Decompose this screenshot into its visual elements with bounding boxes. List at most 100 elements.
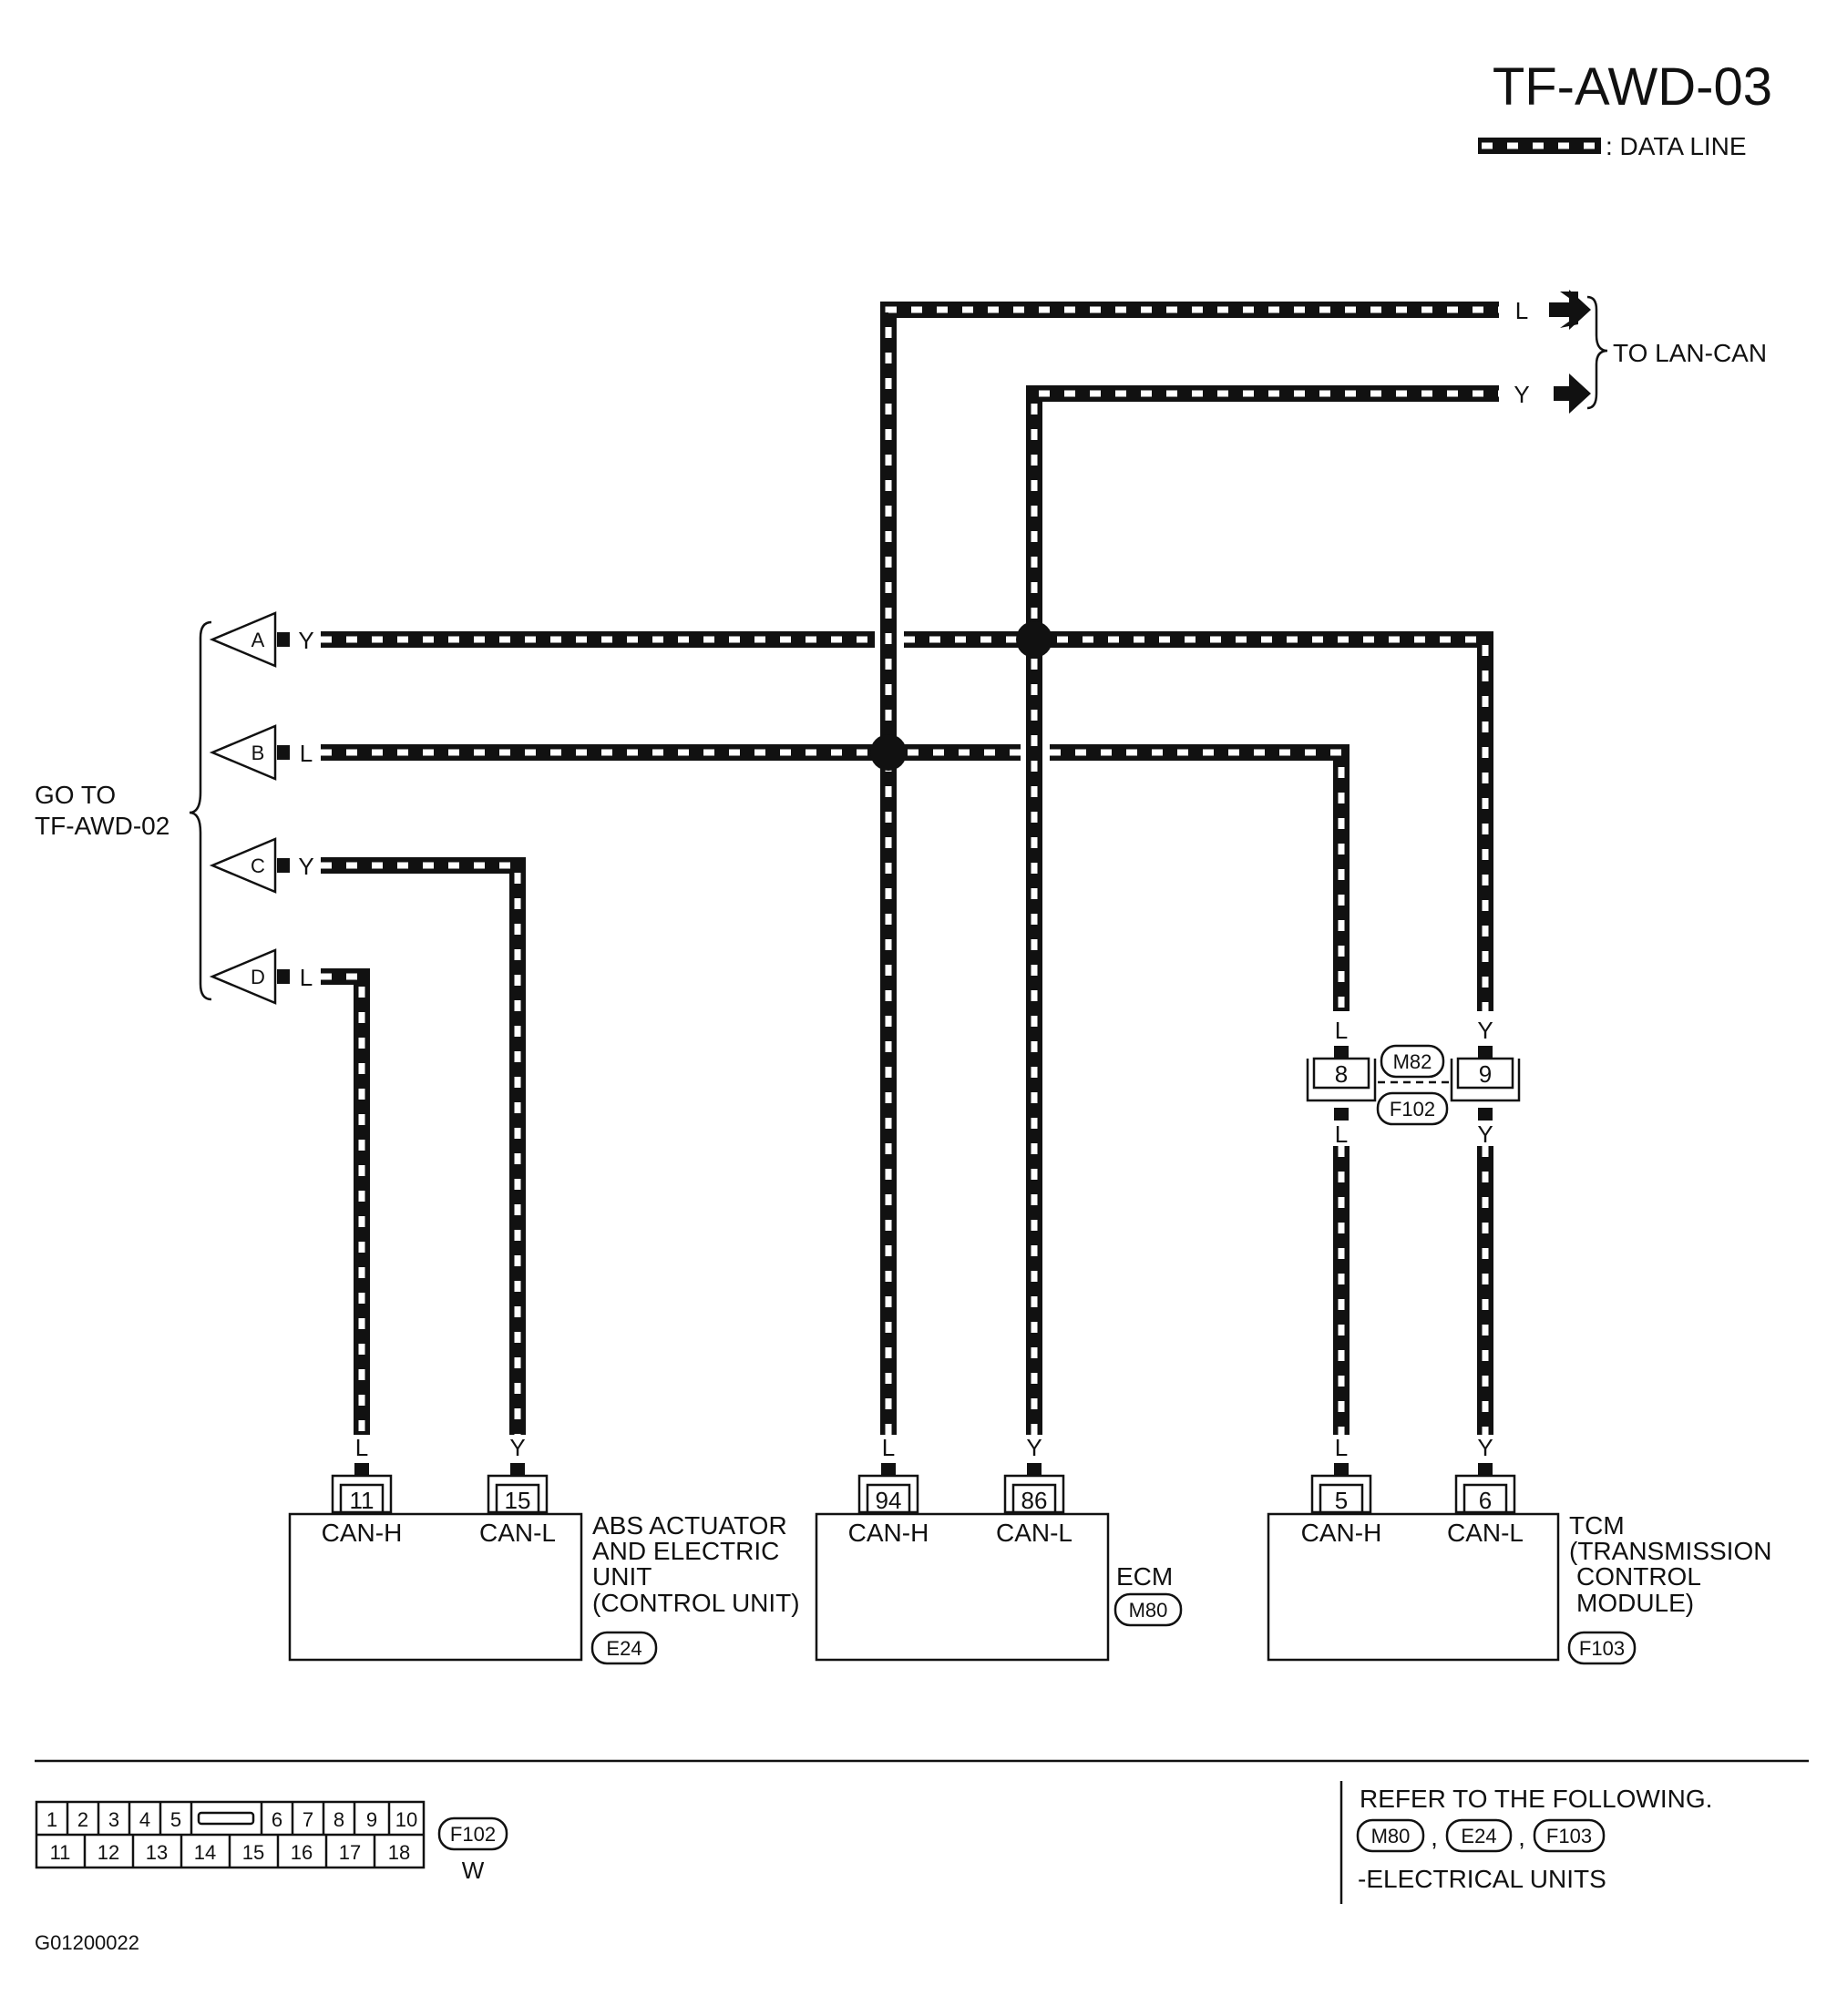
data-lines [321,302,1499,1435]
abs-actuator-unit: L Y 11 15 CAN-H CAN-L ABS ACTUATOR AND E… [288,1434,800,1665]
arrow-lan-can-y [1554,374,1591,414]
tcm-wire-h: L [1335,1434,1348,1461]
tcm-name-line3: CONTROL [1576,1562,1701,1591]
pin-cell: 17 [339,1841,361,1864]
pin-cell: 10 [395,1808,417,1831]
refer-line3: -ELECTRICAL UNITS [1358,1865,1606,1893]
ecm-connector: M80 [1129,1599,1168,1622]
connector-d-color: L [300,964,313,991]
pin-cell: 3 [108,1808,119,1831]
splice-l [870,734,907,771]
pin-cell: 5 [170,1808,181,1831]
pin-cell: 6 [272,1808,282,1831]
left-connector-b: B L [209,724,313,781]
arrow-lan-can-l [1549,290,1591,330]
joint-pin-left: 8 [1335,1060,1348,1088]
to-lan-can-label: TO LAN-CAN [1613,339,1767,367]
pin-cell: 18 [388,1841,410,1864]
wire-lan-can-l [880,302,1499,1435]
wire-connector-c [321,857,526,1435]
pin-cell: 4 [139,1808,150,1831]
joint-connector-bottom: F102 [1390,1098,1435,1121]
wire-connector-a [321,631,1493,1011]
tcm-name-line1: TCM [1569,1511,1625,1540]
connector-face-color: W [462,1857,485,1884]
splice-y [1016,621,1052,658]
joint-wire-y-top: Y [1477,1017,1493,1044]
refer-line1: REFER TO THE FOLLOWING. [1360,1785,1712,1813]
connector-c-color: Y [298,853,313,880]
connector-a-letter: A [251,629,265,651]
abs-name-line2: AND ELECTRIC [592,1537,779,1565]
lan-can-wire-l: L [1515,297,1528,324]
connector-b-letter: B [251,742,265,764]
lan-can-wire-y: Y [1514,381,1529,408]
abs-pin-l: 15 [505,1487,531,1514]
ecm-unit: L Y 94 86 CAN-H CAN-L ECM M80 [815,1434,1183,1662]
joint-wire-y-bottom: Y [1477,1121,1493,1148]
pin-cell: 11 [50,1841,71,1864]
pin-cell: 2 [77,1808,88,1831]
tcm-pin-h: 5 [1335,1487,1348,1514]
abs-sig-l: CAN-L [479,1519,556,1547]
pin-cell: 8 [334,1808,344,1831]
abs-pin-h: 11 [350,1487,375,1514]
tcm-name-line2: (TRANSMISSION [1569,1537,1771,1565]
connector-face-f102: 1 2 3 4 5 6 7 8 9 10 11 12 13 14 15 16 1… [35,1800,508,1884]
ecm-sig-h: CAN-H [848,1519,929,1547]
pin-cell: 13 [146,1841,168,1864]
refer-separator-2: , [1518,1823,1525,1851]
joint-wire-l-top: L [1335,1017,1348,1044]
tcm-name-line4: MODULE) [1576,1589,1694,1617]
tcm-connector: F103 [1579,1637,1625,1660]
ecm-name: ECM [1116,1562,1173,1591]
joint-pin-right: 9 [1479,1060,1492,1088]
left-connector-c: C Y [209,837,314,894]
abs-wire-l: Y [509,1434,525,1461]
tcm-pin-l: 6 [1479,1487,1492,1514]
abs-name-line4: (CONTROL UNIT) [592,1589,800,1617]
connector-d-letter: D [251,966,265,988]
go-to-brace [189,620,212,1001]
tcm-sig-l: CAN-L [1447,1519,1524,1547]
refer-separator-1: , [1431,1823,1438,1851]
abs-name-line1: ABS ACTUATOR [592,1511,787,1540]
legend-label: : DATA LINE [1606,132,1747,160]
joint-connector: L Y 8 9 M82 F102 L Y [1306,1017,1521,1148]
tcm-sig-h: CAN-H [1301,1519,1382,1547]
lan-can-brace [1586,295,1608,410]
left-connector-d: D L [209,948,313,1005]
pin-cell: 1 [46,1808,57,1831]
joint-connector-top: M82 [1393,1050,1432,1073]
tcm-unit: L Y 5 6 CAN-H CAN-L TCM (TRANSMISSION CO… [1267,1434,1771,1665]
wire-connector-b [321,744,1350,1011]
pin-cell: 12 [97,1841,119,1864]
pin-cell: 15 [242,1841,264,1864]
connector-b-color: L [300,740,313,767]
connector-a-color: Y [298,627,313,654]
ecm-pin-h: 94 [876,1487,902,1514]
figure-id: G01200022 [35,1931,139,1954]
go-to-line2: TF-AWD-02 [35,812,169,840]
pin-cell: 9 [366,1808,377,1831]
data-line-legend: : DATA LINE [1478,132,1747,160]
wire-lan-can-y [1026,385,1499,1435]
refer-connector-3: F103 [1546,1825,1592,1847]
tcm-wire-l: Y [1477,1434,1493,1461]
pin-cell: 16 [291,1841,313,1864]
connector-c-letter: C [251,854,265,877]
go-to-line1: GO TO [35,781,116,809]
ecm-wire-l: Y [1026,1434,1042,1461]
diagram-title: TF-AWD-03 [1493,57,1772,117]
ecm-wire-h: L [882,1434,895,1461]
pin-cell: 14 [194,1841,216,1864]
abs-wire-h: L [355,1434,368,1461]
wire-connector-d [321,968,370,1435]
abs-connector: E24 [606,1637,641,1660]
refer-connector-1: M80 [1371,1825,1411,1847]
left-connector-a: A Y [209,611,314,668]
abs-name-line3: UNIT [592,1562,652,1591]
refer-block: REFER TO THE FOLLOWING. M80 , E24 , F103… [1339,1781,1712,1904]
connector-face-id: F102 [450,1823,496,1846]
